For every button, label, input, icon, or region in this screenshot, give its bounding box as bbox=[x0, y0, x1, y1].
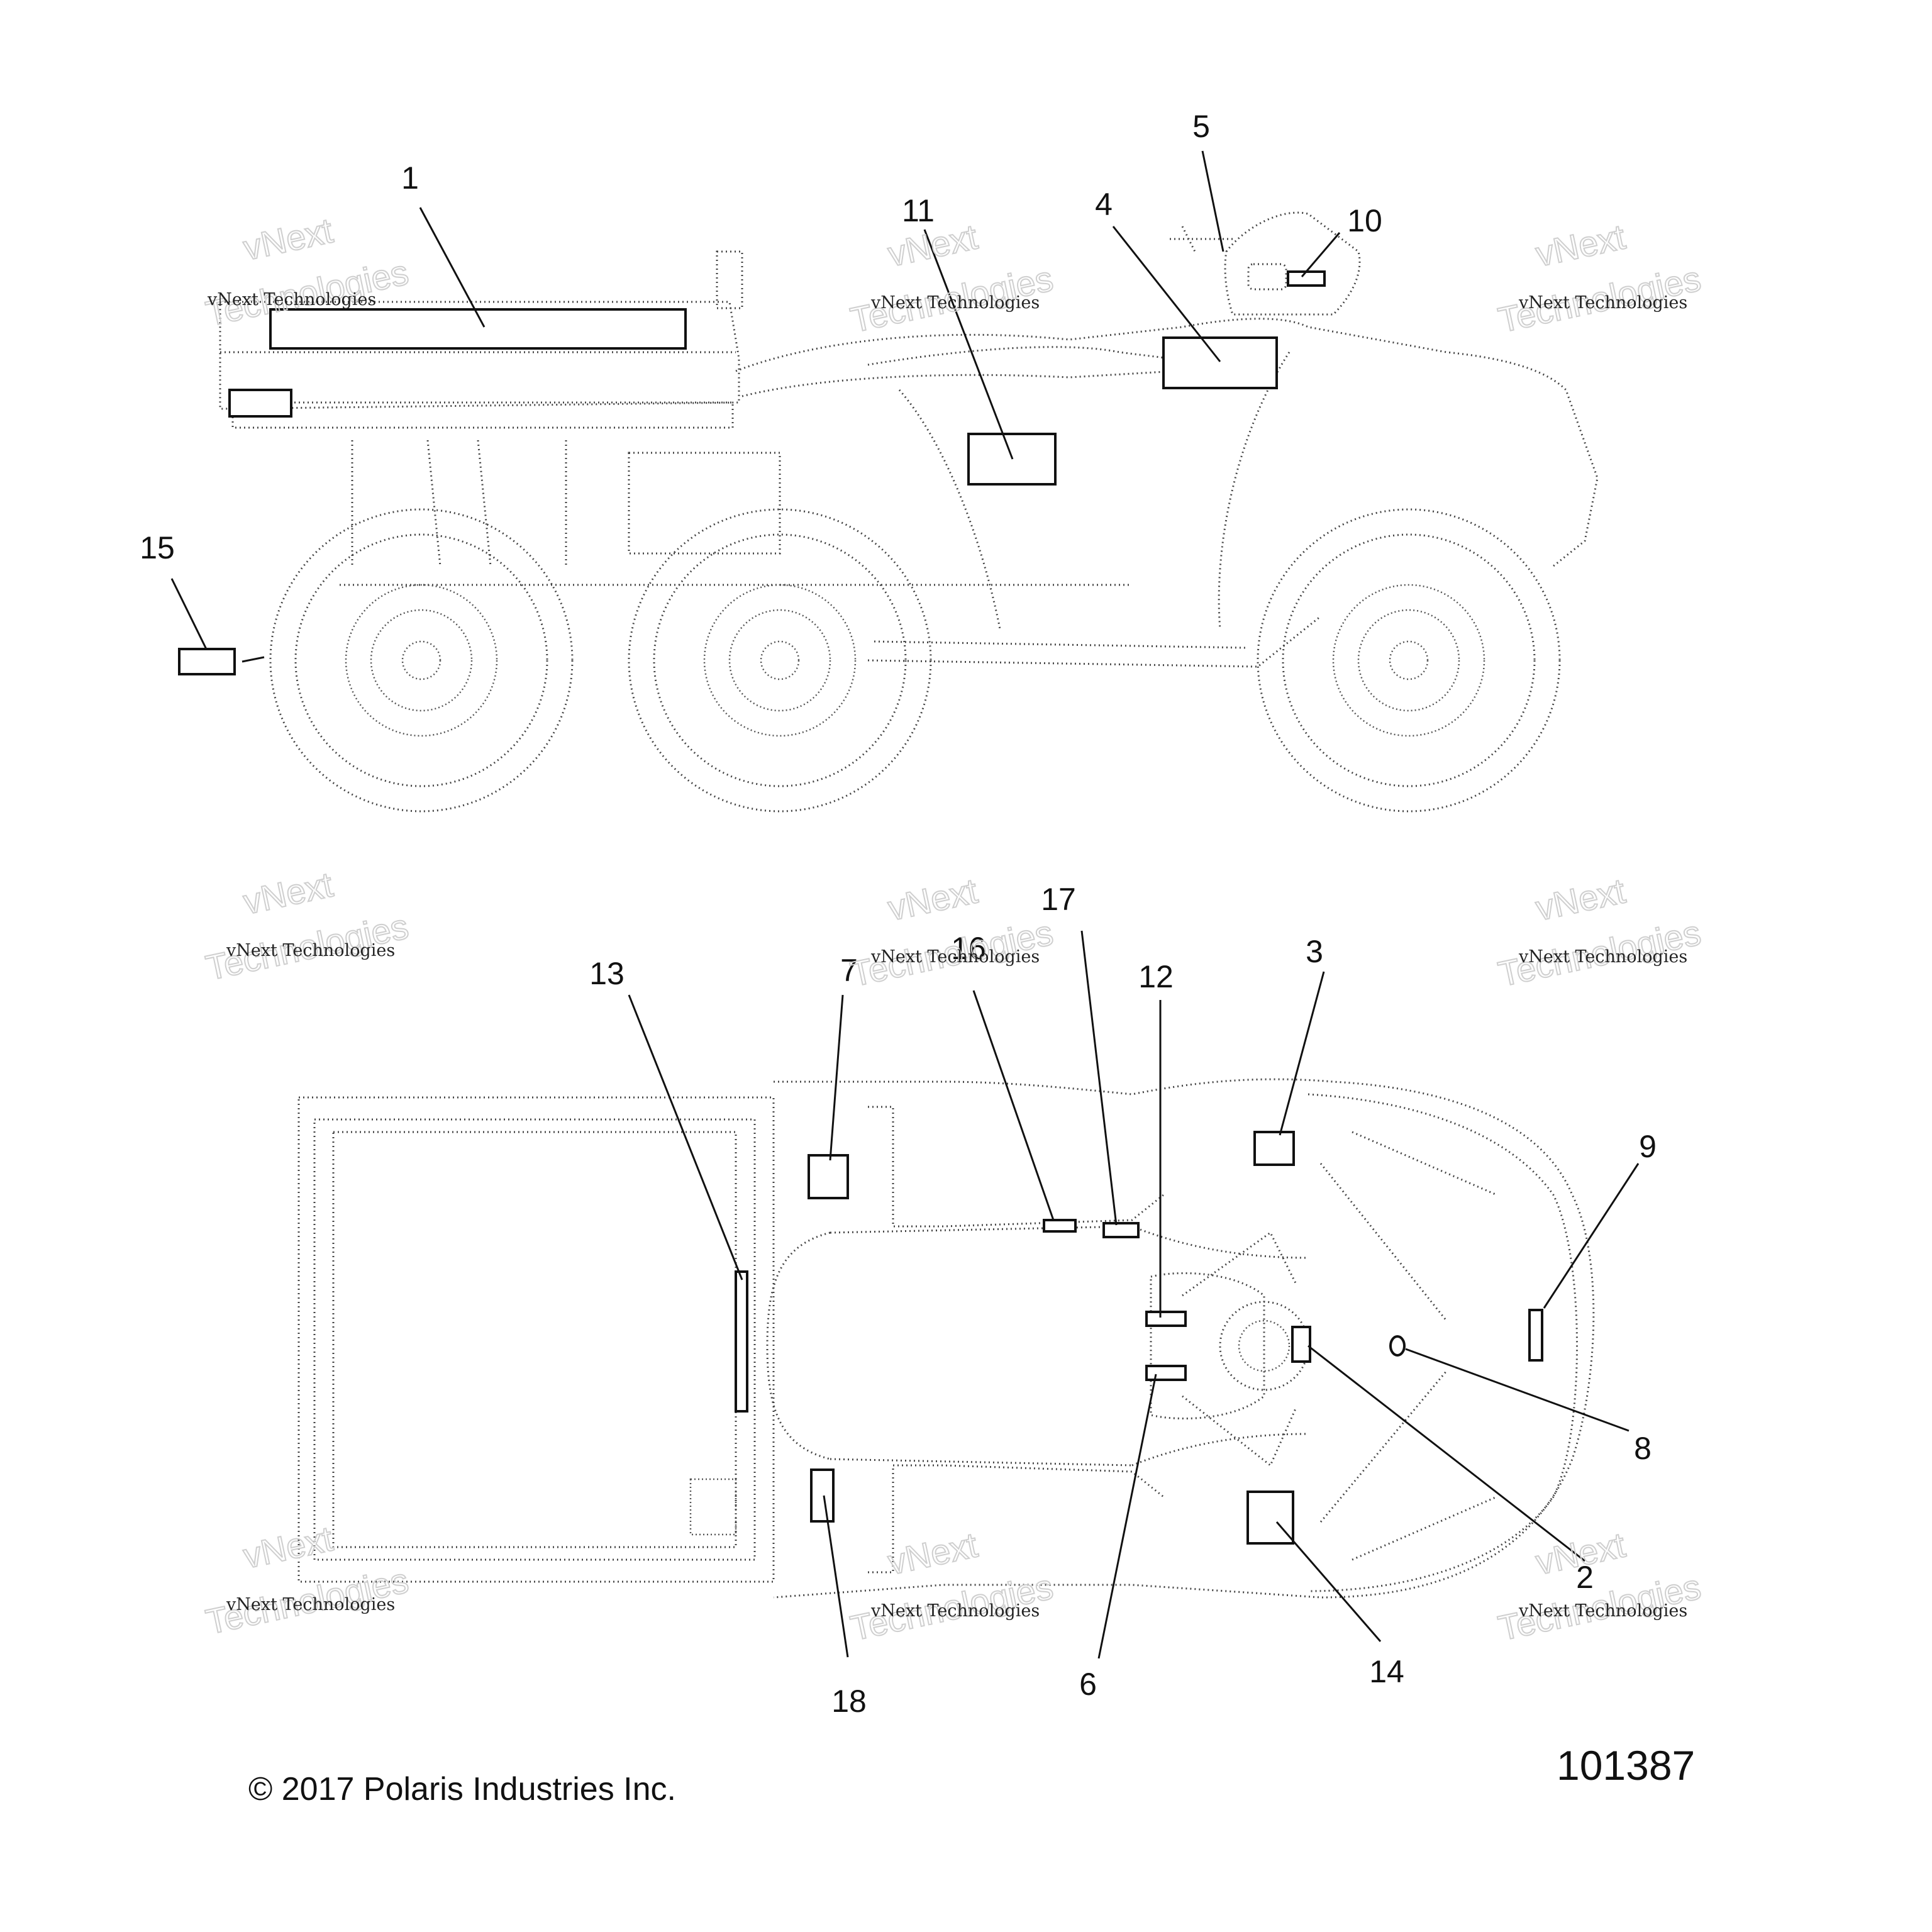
watermark-7: vNext Technologies vNext Technologies bbox=[202, 1518, 413, 1642]
decal-3 bbox=[1253, 1131, 1295, 1166]
decal-7 bbox=[808, 1154, 849, 1199]
decal-15-rear bbox=[228, 389, 292, 418]
callout-labels: 1 2 3 4 5 6 7 8 9 10 11 12 13 14 15 16 1… bbox=[140, 109, 1657, 1719]
decal-9 bbox=[1528, 1309, 1543, 1362]
svg-text:vNext Technologies: vNext Technologies bbox=[1518, 293, 1687, 313]
callout-9: 9 bbox=[1639, 1129, 1657, 1164]
callout-16: 16 bbox=[951, 931, 986, 966]
svg-text:vNext Technologies: vNext Technologies bbox=[1518, 1601, 1687, 1621]
callout-5: 5 bbox=[1192, 109, 1210, 144]
svg-text:vNext: vNext bbox=[240, 864, 336, 921]
callout-8: 8 bbox=[1634, 1431, 1652, 1466]
callout-1: 1 bbox=[401, 160, 419, 196]
watermark-3: vNext Technologies vNext Technologies bbox=[1494, 216, 1705, 340]
decal-14 bbox=[1246, 1491, 1294, 1545]
svg-text:vNext Technologies: vNext Technologies bbox=[226, 941, 395, 960]
svg-text:vNext: vNext bbox=[1532, 216, 1629, 274]
callout-14: 14 bbox=[1369, 1654, 1404, 1689]
callout-10: 10 bbox=[1347, 203, 1382, 238]
svg-text:vNext Technologies: vNext Technologies bbox=[870, 947, 1040, 967]
watermarks: vNext Technologies vNext Technologies vN… bbox=[202, 209, 1705, 1648]
rear-wheel-1 bbox=[269, 508, 574, 813]
decal-13 bbox=[735, 1270, 748, 1413]
svg-text:vNext Technologies: vNext Technologies bbox=[226, 1595, 395, 1614]
rear-wheel-2 bbox=[628, 508, 932, 813]
callout-13: 13 bbox=[589, 956, 625, 991]
watermark-2: vNext Technologies vNext Technologies bbox=[847, 216, 1057, 340]
svg-text:vNext: vNext bbox=[1532, 1524, 1629, 1582]
decal-18 bbox=[810, 1468, 835, 1523]
decal-6 bbox=[1145, 1365, 1187, 1381]
side-view bbox=[170, 150, 1599, 813]
callout-15: 15 bbox=[140, 530, 175, 565]
callout-17: 17 bbox=[1041, 882, 1076, 917]
watermark-6: vNext Technologies vNext Technologies bbox=[1494, 870, 1705, 994]
callout-2: 2 bbox=[1576, 1560, 1594, 1595]
callout-11: 11 bbox=[902, 193, 935, 228]
callout-12: 12 bbox=[1138, 959, 1174, 994]
decal-17 bbox=[1102, 1222, 1140, 1238]
svg-text:vNext: vNext bbox=[240, 1518, 336, 1575]
top-view bbox=[297, 930, 1640, 1659]
watermark-8: vNext Technologies vNext Technologies bbox=[847, 1524, 1057, 1648]
decal-15 bbox=[178, 648, 236, 675]
callout-6: 6 bbox=[1079, 1667, 1097, 1702]
decal-2 bbox=[1291, 1326, 1311, 1363]
decal-12 bbox=[1145, 1311, 1187, 1327]
watermark-4: vNext Technologies vNext Technologies bbox=[202, 863, 413, 988]
svg-text:vNext: vNext bbox=[884, 870, 981, 928]
decal-10 bbox=[1287, 270, 1326, 287]
svg-text:vNext Technologies: vNext Technologies bbox=[1518, 947, 1687, 967]
svg-text:vNext Technologies: vNext Technologies bbox=[870, 293, 1040, 313]
decal-16 bbox=[1043, 1219, 1077, 1233]
decal-8 bbox=[1389, 1335, 1406, 1357]
part-number: 101387 bbox=[1557, 1742, 1695, 1789]
watermark-9: vNext Technologies vNext Technologies bbox=[1494, 1524, 1705, 1648]
front-wheel bbox=[1257, 508, 1561, 813]
copyright-text: © 2017 Polaris Industries Inc. bbox=[248, 1771, 676, 1807]
callout-3: 3 bbox=[1306, 934, 1323, 969]
watermark-5: vNext Technologies vNext Technologies bbox=[847, 870, 1057, 994]
callout-4: 4 bbox=[1095, 187, 1113, 222]
svg-text:vNext Technologies: vNext Technologies bbox=[207, 290, 376, 309]
svg-text:vNext: vNext bbox=[240, 210, 336, 267]
callout-7: 7 bbox=[840, 953, 858, 988]
callout-18: 18 bbox=[831, 1684, 867, 1719]
svg-text:vNext: vNext bbox=[884, 216, 981, 274]
svg-text:vNext Technologies: vNext Technologies bbox=[870, 1601, 1040, 1621]
svg-text:vNext: vNext bbox=[1532, 870, 1629, 928]
svg-text:vNext: vNext bbox=[884, 1524, 981, 1582]
decal-4 bbox=[1162, 336, 1278, 389]
